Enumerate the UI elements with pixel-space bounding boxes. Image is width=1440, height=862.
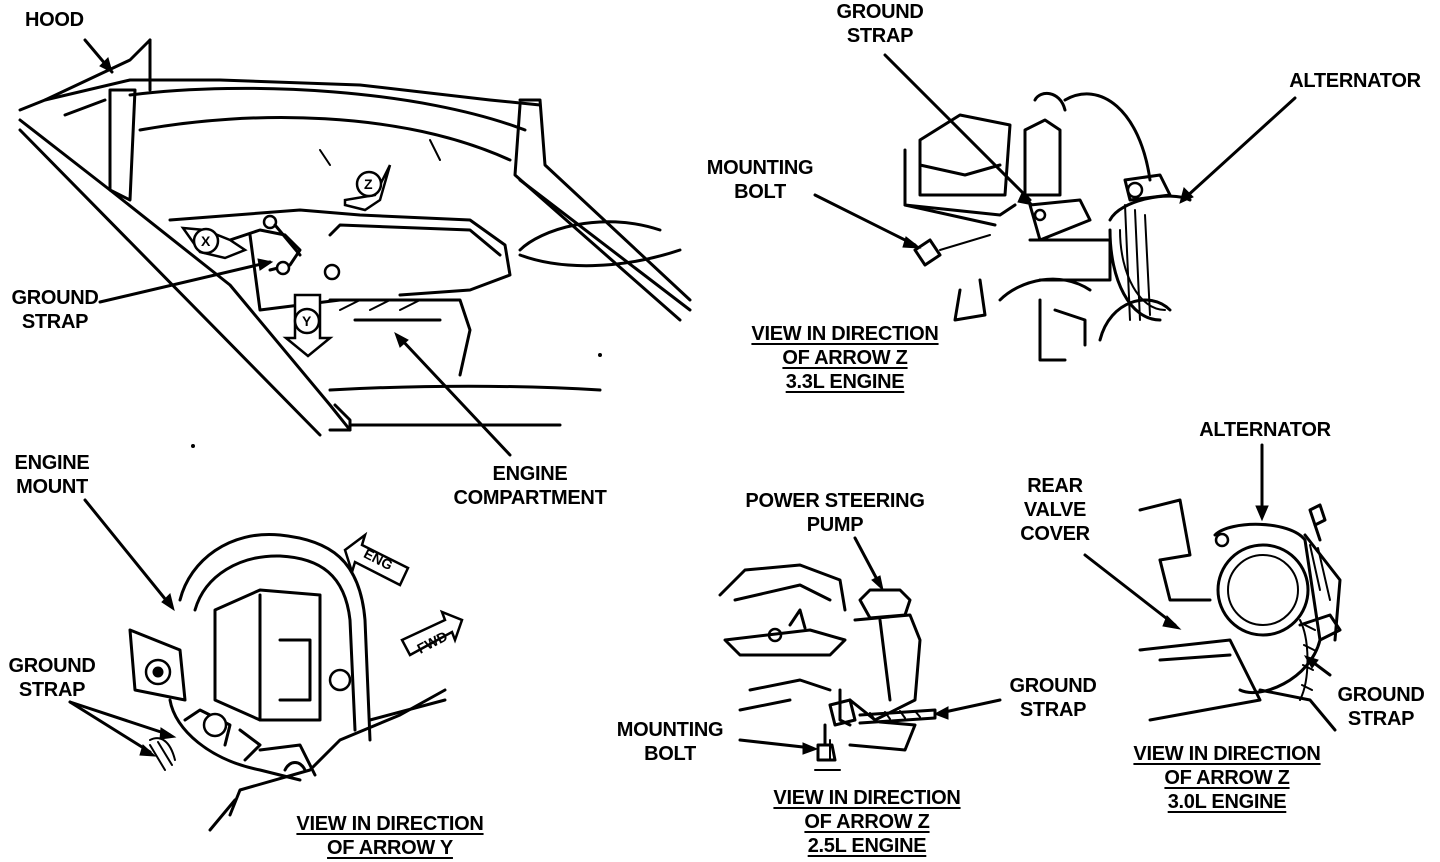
mounting-bolt-label-top: MOUNTING BOLT	[706, 157, 814, 203]
engine-33-illustration	[903, 91, 1192, 362]
alternator-leader-top	[1183, 96, 1297, 200]
view-z-30-caption: VIEW IN DIRECTION OF ARROW Z 3.0L ENGINE	[1133, 743, 1321, 813]
power-steering-pump-label: POWER STEERING PUMP	[745, 490, 925, 536]
ground-strap-leader-top-right	[883, 53, 1032, 202]
arrow-x-tag: X	[180, 226, 248, 260]
view-z-33-caption: VIEW IN DIRECTION OF ARROW Z 3.3L ENGINE	[751, 323, 939, 393]
ground-strap-leader-top-left	[98, 260, 272, 304]
mounting-bolt-leader-bottom	[738, 738, 814, 750]
eng-direction-arrow: ENG	[343, 531, 410, 587]
mounting-bolt-label-bottom: MOUNTING BOLT	[616, 719, 724, 765]
alternator-label-top: ALTERNATOR	[1289, 70, 1421, 92]
arrow-z-tag: Z	[343, 164, 392, 212]
arrow-z-letter: Z	[364, 176, 373, 192]
ground-strap-label-top-left: GROUND STRAP	[11, 287, 99, 333]
hood-label: HOOD	[25, 9, 84, 31]
view-z-25-caption: VIEW IN DIRECTION OF ARROW Z 2.5L ENGINE	[773, 787, 961, 857]
rear-valve-cover-label: REAR VALVE COVER	[1020, 475, 1090, 545]
engine-mount-label: ENGINE MOUNT	[14, 452, 90, 498]
fwd-direction-arrow: FWD	[400, 609, 464, 657]
ground-strap-label-top-right: GROUND STRAP	[836, 1, 924, 47]
ground-strap-label-bottom-mid: GROUND STRAP	[1009, 675, 1097, 721]
arrow-y-letter: Y	[302, 313, 312, 329]
ground-strap-leader-bm	[938, 698, 1002, 715]
power-steering-leader	[853, 536, 882, 587]
engine-compartment-leader	[398, 336, 512, 457]
rear-valve-cover-leader	[1083, 553, 1177, 627]
arrow-x-letter: X	[201, 233, 211, 249]
engine-30-illustration	[1138, 498, 1342, 732]
ground-strap-label-bottom-left: GROUND STRAP	[8, 655, 96, 701]
engine-mount-leader	[83, 498, 172, 607]
ground-strap-leader-bl-1	[68, 700, 172, 737]
engine-compartment-label: ENGINE COMPARTMENT	[453, 463, 607, 509]
ground-strap-label-bottom-right: GROUND STRAP	[1337, 684, 1425, 730]
engine-compartment-illustration	[18, 38, 692, 437]
view-y-caption: VIEW IN DIRECTION OF ARROW Y	[296, 813, 484, 859]
mounting-bolt-leader-top	[813, 193, 917, 247]
alternator-label-bottom: ALTERNATOR	[1199, 419, 1331, 441]
engine-25-illustration	[718, 563, 937, 771]
ground-strap-leader-bl-2	[68, 700, 152, 754]
arrow-y-tag: Y	[282, 293, 334, 358]
engine-mount-illustration	[128, 532, 447, 832]
